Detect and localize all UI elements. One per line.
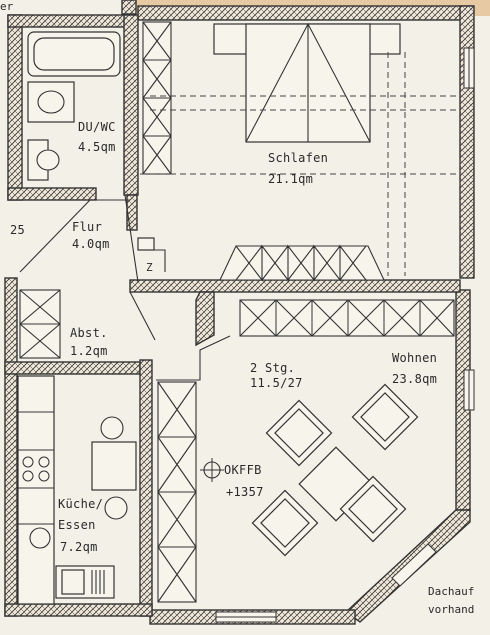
stairs-dims: 11.5/27 (250, 376, 303, 390)
wardrobe-living (157, 381, 197, 603)
floor-level-label: OKFFB (224, 463, 262, 477)
kitchen-name: Küche/ (58, 497, 103, 511)
bath-name: DU/WC (78, 120, 116, 134)
note-line-2: vorhand (428, 603, 474, 616)
stairs-name: 2 Stg. (250, 361, 295, 375)
roof-slope-lines (140, 52, 461, 276)
kitchen-name2: Essen (58, 518, 96, 532)
living-shelf (239, 299, 455, 337)
stairs-outline (156, 335, 231, 381)
bed (213, 22, 401, 143)
hall-door: Z (19, 194, 166, 283)
living-furniture (251, 383, 419, 557)
storage-name: Abst. (70, 326, 108, 340)
bedroom-shelf (219, 244, 385, 282)
living-name: Wohnen (392, 351, 437, 365)
windows (215, 47, 475, 623)
top-left-fragment: er (0, 0, 14, 13)
kitchen-area: 7.2qm (60, 540, 98, 554)
bedroom-name: Schlafen (268, 151, 328, 165)
kitchen-fixtures (17, 375, 137, 605)
svg-text:Z: Z (146, 261, 153, 274)
floor-level-value: +1357 (226, 485, 264, 499)
hall-area: 4.0qm (72, 237, 110, 251)
note-line-1: Dachauf (428, 585, 474, 598)
bath-fixtures (27, 31, 121, 181)
hall-name: Flur (72, 220, 102, 234)
bath-area: 4.5qm (78, 140, 116, 154)
neighbor-number: 25 (10, 223, 25, 237)
storage-area: 1.2qm (70, 344, 108, 358)
wardrobe-bedroom (142, 21, 172, 175)
storage-shelf (19, 289, 156, 359)
bedroom-area: 21.1qm (268, 172, 313, 186)
level-marker-icon (200, 458, 224, 482)
living-area: 23.8qm (392, 372, 437, 386)
